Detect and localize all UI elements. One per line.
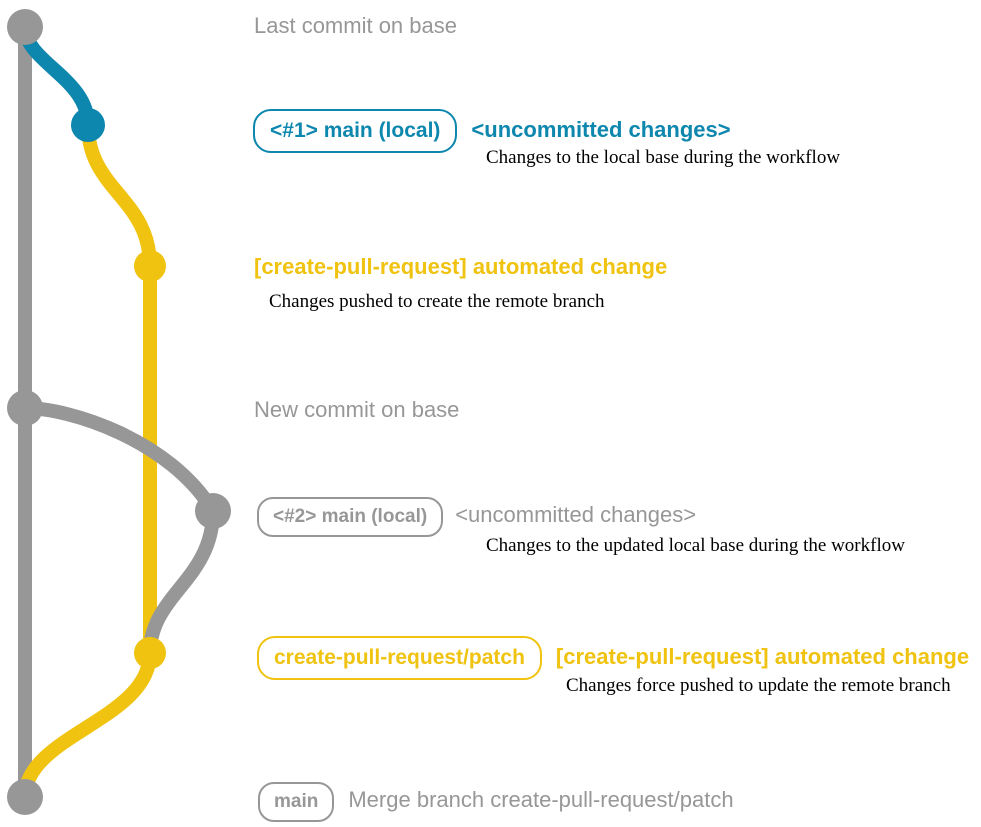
branch-badge-local-1[interactable]: <#1> main (local) bbox=[253, 109, 458, 153]
edge-basenew-to-local2 bbox=[18, 401, 220, 518]
commit-subtext-remote-2: Changes force pushed to update the remot… bbox=[566, 675, 951, 696]
commit-headline-base-new: New commit on base bbox=[254, 397, 460, 422]
edge-local2-to-remote2 bbox=[143, 504, 220, 660]
base-new-node[interactable] bbox=[7, 390, 43, 426]
commit-row-local-1: <#1> main (local) <uncommitted changes> bbox=[253, 109, 731, 153]
commit-row-remote-2: create-pull-request/patch [create-pull-r… bbox=[257, 636, 969, 680]
commit-row-merge: main Merge branch create-pull-request/pa… bbox=[258, 782, 734, 822]
commit-headline-remote-1: [create-pull-request] automated change bbox=[254, 254, 668, 279]
commit-headline-local-2: <uncommitted changes> bbox=[455, 502, 697, 527]
branch-badge-main[interactable]: main bbox=[258, 782, 335, 822]
edge-local1-to-remote1 bbox=[81, 118, 157, 273]
remote-2-node[interactable] bbox=[134, 637, 166, 669]
commit-row-remote-1: [create-pull-request] automated change bbox=[254, 256, 667, 278]
commit-subtext-remote-1: Changes pushed to create the remote bran… bbox=[269, 291, 605, 312]
local-1-node[interactable] bbox=[71, 108, 105, 142]
merge-node[interactable] bbox=[7, 779, 43, 815]
commit-headline-merge: Merge branch create-pull-request/patch bbox=[348, 787, 734, 812]
commit-headline-local-1: <uncommitted changes> bbox=[471, 117, 731, 142]
edge-remote2-to-merge bbox=[18, 646, 157, 804]
commit-subtext-local-1: Changes to the local base during the wor… bbox=[486, 147, 841, 168]
branch-badge-local-2[interactable]: <#2> main (local) bbox=[257, 497, 444, 537]
commit-headline-remote-2: [create-pull-request] automated change bbox=[555, 644, 970, 669]
commit-row-local-2: <#2> main (local) <uncommitted changes> bbox=[257, 497, 696, 537]
commit-row-base-last: Last commit on base bbox=[254, 15, 457, 37]
remote-1-node[interactable] bbox=[134, 250, 166, 282]
local-2-node[interactable] bbox=[195, 493, 231, 529]
commit-headline-base-last: Last commit on base bbox=[254, 13, 457, 38]
base-last-node[interactable] bbox=[7, 9, 43, 45]
branch-badge-remote-2[interactable]: create-pull-request/patch bbox=[257, 636, 542, 680]
commit-subtext-local-2: Changes to the updated local base during… bbox=[486, 535, 905, 556]
commit-row-base-new: New commit on base bbox=[254, 399, 459, 421]
